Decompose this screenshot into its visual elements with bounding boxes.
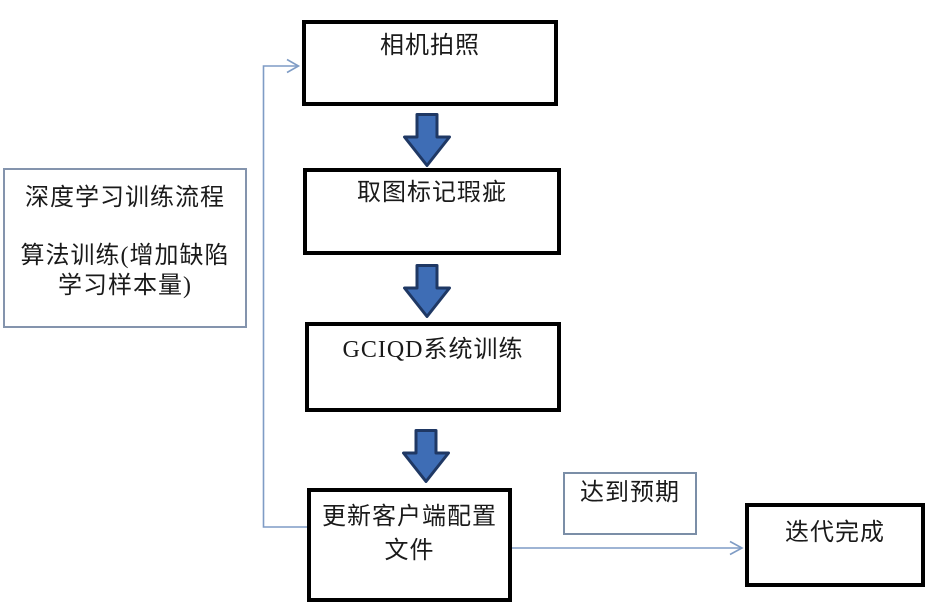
down-block-arrow-icon: [402, 429, 450, 483]
arrowhead-icon: [286, 58, 301, 74]
box-label-line: 更新客户端配置: [322, 504, 497, 530]
arrowhead-icon: [729, 540, 744, 556]
note-training-process: 深度学习训练流程 算法训练(增加缺陷 学习样本量): [3, 168, 247, 328]
down-block-arrow-icon: [403, 113, 451, 167]
box-iteration-done: 迭代完成: [745, 503, 925, 587]
box-mark-defects: 取图标记瑕疵: [303, 168, 561, 255]
note-line: 算法训练(增加缺陷: [20, 243, 230, 269]
note-line: 深度学习训练流程: [25, 185, 225, 211]
box-label: GCIQD系统训练: [342, 337, 524, 363]
feedback-connector-line: [262, 58, 307, 528]
box-label: 迭代完成: [785, 520, 885, 546]
label-expectation-met: 达到预期: [563, 472, 697, 535]
down-block-arrow-icon: [403, 264, 451, 318]
box-camera-capture: 相机拍照: [302, 20, 558, 106]
note-line: 学习样本量): [58, 273, 192, 299]
box-label-line: 文件: [384, 538, 435, 564]
box-label: 相机拍照: [380, 33, 480, 59]
done-connector-line: [512, 540, 744, 556]
box-label: 取图标记瑕疵: [357, 180, 507, 206]
box-update-client-config: 更新客户端配置 文件: [307, 488, 512, 602]
box-gciqd-training: GCIQD系统训练: [305, 322, 561, 412]
box-label: 达到预期: [580, 480, 680, 506]
